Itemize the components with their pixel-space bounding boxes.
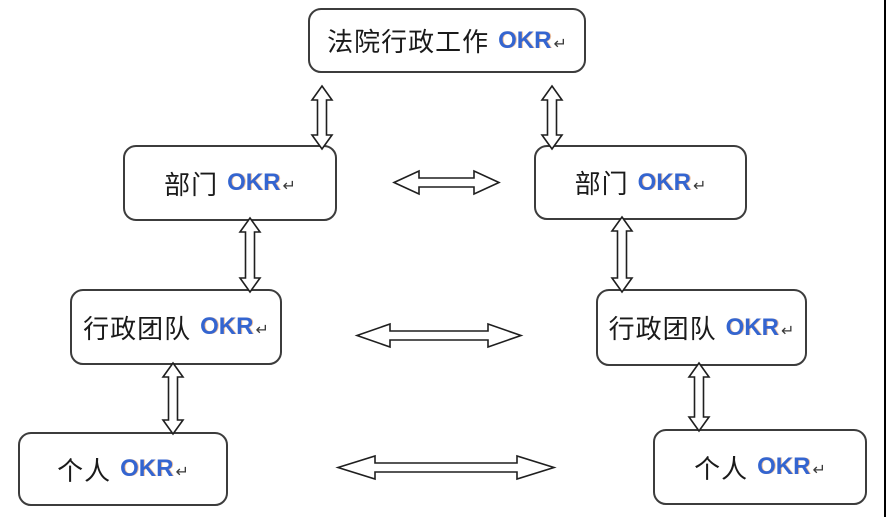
node-label-okr: OKR: [757, 453, 811, 480]
vertical-double-arrow: [540, 84, 564, 151]
node-label-okr: OKR: [227, 169, 281, 196]
node-label-okr: OKR: [637, 168, 691, 196]
vertical-double-arrow: [238, 216, 262, 294]
paragraph-mark-icon: ↵: [692, 177, 707, 195]
paragraph-mark-icon: ↵: [282, 178, 296, 195]
paragraph-mark-icon: ↵: [553, 35, 567, 53]
node-label-cn: 行政团队: [83, 313, 192, 344]
paragraph-mark-icon: ↵: [175, 464, 189, 481]
node-dept-okr-right: 部门 OKR ↵: [534, 145, 747, 220]
node-label-okr: OKR: [200, 313, 254, 340]
paragraph-mark-icon: ↵: [255, 322, 269, 339]
node-personal-okr-right: 个人 OKR ↵: [653, 429, 867, 505]
vertical-double-arrow: [310, 84, 334, 151]
right-border-line: [884, 0, 886, 517]
node-label-cn: 部门: [574, 169, 629, 199]
horizontal-double-arrow: [354, 322, 524, 349]
node-label-cn: 个人: [694, 453, 749, 484]
node-label-cn: 个人: [57, 455, 112, 486]
node-court-admin-okr: 法院行政工作 OKR ↵: [308, 8, 586, 73]
node-label-cn: 法院行政工作: [327, 27, 490, 57]
node-admin-team-okr-left: 行政团队 OKR ↵: [70, 289, 282, 365]
node-label-okr: OKR: [725, 313, 779, 341]
node-label-cn: 行政团队: [608, 314, 717, 344]
horizontal-double-arrow: [392, 169, 501, 196]
node-label-cn: 部门: [164, 169, 219, 200]
node-admin-team-okr-right: 行政团队 OKR ↵: [596, 289, 807, 366]
vertical-double-arrow: [161, 361, 185, 436]
horizontal-double-arrow: [335, 454, 557, 481]
node-label-okr: OKR: [120, 455, 174, 482]
paragraph-mark-icon: ↵: [812, 462, 826, 479]
paragraph-mark-icon: ↵: [780, 322, 795, 340]
vertical-double-arrow: [610, 215, 634, 294]
vertical-double-arrow: [687, 361, 711, 433]
node-label-okr: OKR: [498, 26, 552, 54]
node-dept-okr-left: 部门 OKR ↵: [123, 145, 337, 221]
node-personal-okr-left: 个人 OKR ↵: [18, 432, 228, 506]
